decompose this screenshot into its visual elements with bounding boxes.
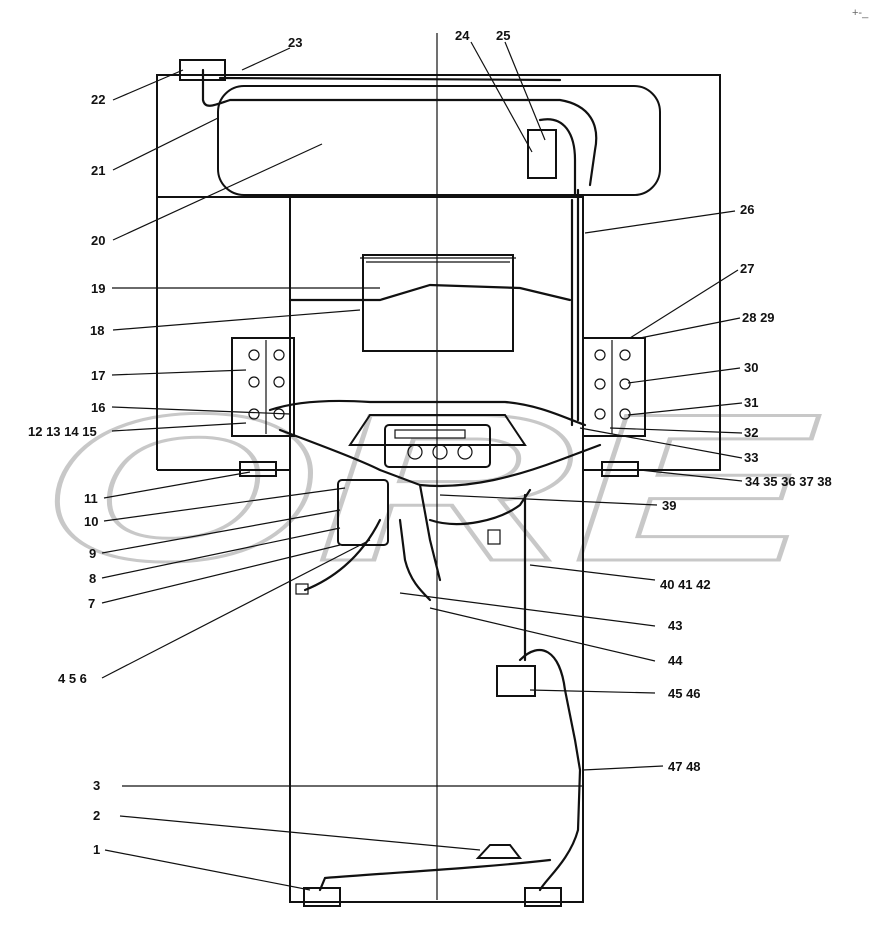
callout-26: 26 bbox=[740, 202, 754, 217]
callout-34-38: 34 35 36 37 38 bbox=[745, 474, 832, 489]
callout-39: 39 bbox=[662, 498, 676, 513]
callout-19: 19 bbox=[91, 281, 105, 296]
callout-25: 25 bbox=[496, 28, 510, 43]
left-light-cluster bbox=[231, 337, 295, 437]
center-box bbox=[360, 254, 516, 352]
callout-28-29: 28 29 bbox=[742, 310, 775, 325]
callout-12-13-14-15: 12 13 14 15 bbox=[28, 424, 97, 439]
callout-31: 31 bbox=[744, 395, 758, 410]
callout-33: 33 bbox=[744, 450, 758, 465]
leader-lines bbox=[101, 41, 743, 891]
callout-4-5-6: 4 5 6 bbox=[58, 671, 87, 686]
callout-30: 30 bbox=[744, 360, 758, 375]
callout-8: 8 bbox=[89, 571, 96, 586]
callout-40-42: 40 41 42 bbox=[660, 577, 711, 592]
callout-20: 20 bbox=[91, 233, 105, 248]
fuel-tank bbox=[217, 85, 661, 196]
callout-labels: 1 2 3 4 5 6 7 8 9 10 11 12 13 14 15 16 1… bbox=[28, 28, 832, 857]
instrument-panel bbox=[348, 414, 527, 468]
callout-9: 9 bbox=[89, 546, 96, 561]
wiring-harness bbox=[201, 68, 602, 892]
callout-45-46: 45 46 bbox=[668, 686, 701, 701]
callout-32: 32 bbox=[744, 425, 758, 440]
callout-18: 18 bbox=[90, 323, 104, 338]
right-light-cluster bbox=[582, 337, 646, 437]
vehicle-outline bbox=[156, 33, 721, 903]
callout-22: 22 bbox=[91, 92, 105, 107]
callout-11: 11 bbox=[84, 491, 98, 506]
callout-44: 44 bbox=[668, 653, 683, 668]
callout-47-48: 47 48 bbox=[668, 759, 701, 774]
callout-23: 23 bbox=[288, 35, 302, 50]
callout-16: 16 bbox=[91, 400, 105, 415]
callout-7: 7 bbox=[88, 596, 95, 611]
callout-43: 43 bbox=[668, 618, 682, 633]
callout-27: 27 bbox=[740, 261, 754, 276]
callout-10: 10 bbox=[84, 514, 98, 529]
callout-17: 17 bbox=[91, 368, 105, 383]
callout-21: 21 bbox=[91, 163, 105, 178]
callout-24: 24 bbox=[455, 28, 470, 43]
callout-1: 1 bbox=[93, 842, 100, 857]
callout-2: 2 bbox=[93, 808, 100, 823]
callout-3: 3 bbox=[93, 778, 100, 793]
corner-mark: +-_ bbox=[852, 7, 869, 19]
